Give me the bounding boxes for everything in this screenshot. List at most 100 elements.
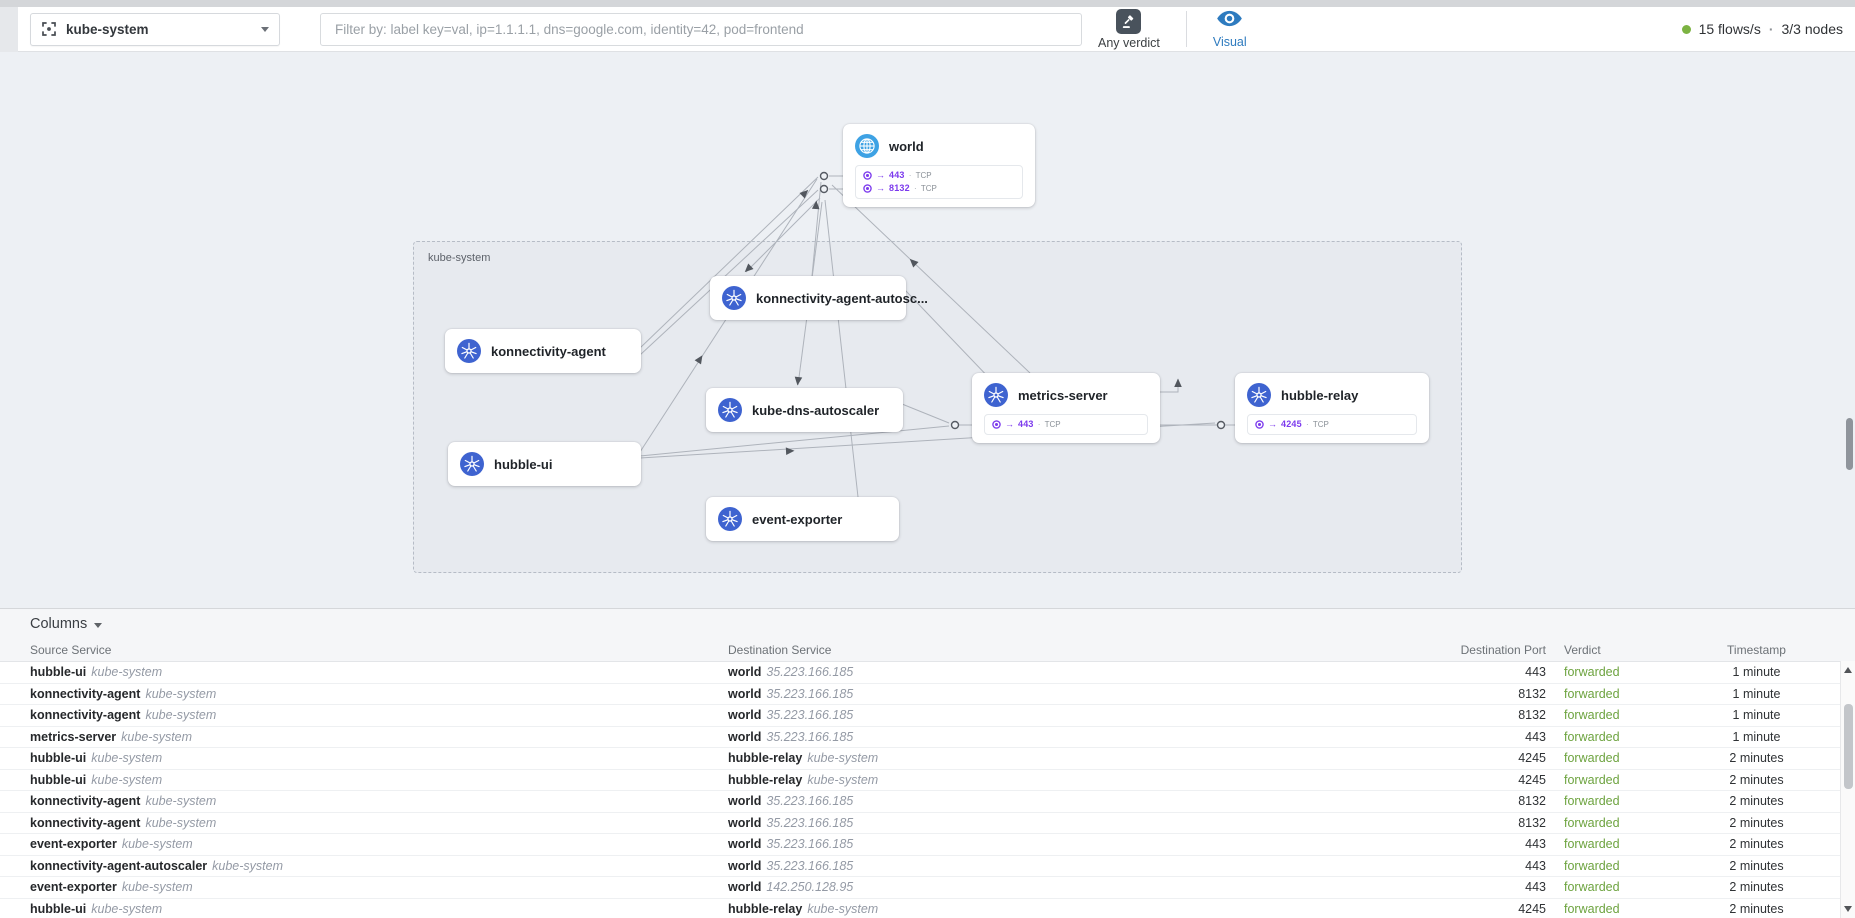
service-node-ports: → 443 · TCP → 8132 · TCP: [855, 165, 1023, 199]
flows-scrollbar[interactable]: [1840, 661, 1855, 918]
kubernetes-icon: [718, 398, 742, 422]
scroll-up-button[interactable]: [1841, 663, 1855, 677]
arrow-right-icon: →: [876, 170, 885, 180]
scroll-down-button[interactable]: [1841, 902, 1855, 916]
port-entry[interactable]: → 443 · TCP: [863, 170, 1015, 181]
window-top-edge: [0, 0, 1855, 7]
flow-destination-port: 443: [1525, 729, 1546, 744]
triangle-down-icon: [1844, 906, 1852, 912]
visual-view-toggle[interactable]: Visual: [1213, 9, 1247, 49]
service-node-world[interactable]: world → 443 · TCP → 8132 · TCP: [843, 124, 1035, 207]
flow-filter-input[interactable]: [320, 12, 1082, 46]
service-node-hubble-ui[interactable]: hubble-ui: [448, 442, 641, 486]
flow-destination-port: 4245: [1518, 751, 1546, 766]
kubernetes-icon: [1247, 383, 1271, 407]
policy-lock-icon: [863, 171, 872, 180]
flow-verdict: forwarded: [1564, 686, 1620, 701]
flow-timestamp: 2 minutes: [1729, 772, 1784, 787]
kubernetes-icon: [460, 452, 484, 476]
service-node-konnectivity-agent-autoscaler[interactable]: konnectivity-agent-autosc...: [710, 276, 928, 320]
service-node-kube-dns-autoscaler[interactable]: kube-dns-autoscaler: [706, 388, 903, 432]
kubernetes-icon: [722, 286, 746, 310]
window-left-edge: [0, 7, 18, 52]
verdict-filter-label: Any verdict: [1098, 35, 1160, 50]
flow-destination-port: 8132: [1518, 794, 1546, 809]
nodes-count: 3/3 nodes: [1781, 21, 1844, 37]
columns-dropdown[interactable]: Columns: [0, 609, 1855, 639]
arrow-right-icon: →: [1005, 419, 1014, 429]
chevron-down-icon: [261, 26, 269, 32]
service-map[interactable]: kube-system: [0, 52, 1855, 608]
globe-icon: [855, 134, 879, 158]
service-node-title: hubble-relay: [1247, 381, 1417, 409]
service-node-hubble-relay[interactable]: hubble-relay → 4245 · TCP: [1235, 373, 1429, 443]
flows-scrollbar-thumb[interactable]: [1844, 704, 1853, 789]
eye-icon: [1216, 9, 1243, 33]
flow-destination-port: 443: [1525, 665, 1546, 680]
header-source-service[interactable]: Source Service: [30, 643, 112, 657]
visual-toggle-label: Visual: [1212, 35, 1247, 49]
port-number: 8132: [889, 183, 910, 193]
flow-verdict: forwarded: [1564, 880, 1620, 895]
namespace-selector[interactable]: kube-system: [30, 12, 280, 46]
service-node-konnectivity-agent[interactable]: konnectivity-agent: [445, 329, 641, 373]
flows-table-header: Source Service Destination Service Desti…: [0, 639, 1855, 661]
service-node-label: metrics-server: [1018, 387, 1108, 403]
header-timestamp[interactable]: Timestamp: [1727, 643, 1786, 657]
port-entry[interactable]: → 4245 · TCP: [1255, 419, 1409, 430]
flow-timestamp: 1 minute: [1732, 708, 1781, 723]
policy-lock-icon: [992, 420, 1001, 429]
flow-destination-port: 4245: [1518, 772, 1546, 787]
flow-verdict: forwarded: [1564, 858, 1620, 873]
port-entry[interactable]: → 443 · TCP: [992, 419, 1140, 430]
port-protocol: TCP: [1044, 420, 1061, 429]
connection-status: 15 flows/s · 3/3 nodes: [1681, 21, 1844, 37]
service-node-title: metrics-server: [984, 381, 1148, 409]
verdict-filter-button[interactable]: Any verdict: [1098, 8, 1160, 50]
header-destination-port[interactable]: Destination Port: [1460, 643, 1546, 657]
namespace-value: kube-system: [66, 21, 149, 37]
header-verdict[interactable]: Verdict: [1564, 643, 1601, 657]
service-node-ports: → 4245 · TCP: [1247, 414, 1417, 435]
flow-verdict: forwarded: [1564, 772, 1620, 787]
flow-timestamp: 2 minutes: [1729, 837, 1784, 852]
port-entry[interactable]: → 8132 · TCP: [863, 183, 1015, 194]
header-destination-service[interactable]: Destination Service: [728, 643, 832, 657]
service-node-metrics-server[interactable]: metrics-server → 443 · TCP: [972, 373, 1160, 443]
map-scrollbar-thumb[interactable]: [1846, 418, 1853, 470]
service-node-label: kube-dns-autoscaler: [752, 402, 880, 418]
port-number: 4245: [1281, 419, 1302, 429]
service-node-title: world: [855, 132, 1023, 160]
port-number: 443: [1018, 419, 1034, 429]
flow-verdict: forwarded: [1564, 708, 1620, 723]
service-node-event-exporter[interactable]: event-exporter: [706, 497, 899, 541]
flow-verdict: forwarded: [1564, 729, 1620, 744]
kubernetes-icon: [457, 339, 481, 363]
